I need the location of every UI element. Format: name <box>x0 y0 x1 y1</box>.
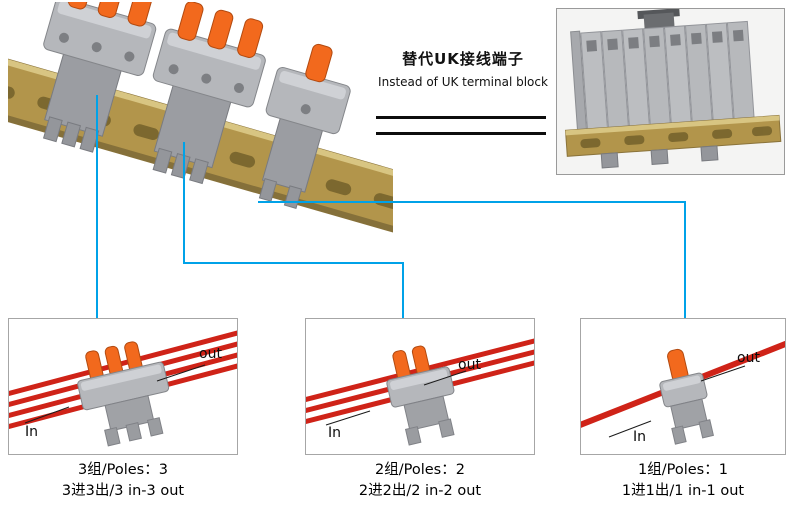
main-product-photo <box>0 0 432 260</box>
caption-2pole-line2: 2进2出/2 in-2 out <box>358 483 482 499</box>
variant-panel-3pole: out In <box>8 318 238 455</box>
comparison-title-en: Instead of UK terminal block <box>378 75 548 89</box>
comparison-text: 替代UK接线端子 Instead of UK terminal block <box>378 48 548 89</box>
in-label: In <box>328 425 342 441</box>
caption-1pole: 1组/Poles：1 1进1出/1 in-1 out <box>580 460 786 502</box>
caption-1pole-line2: 1进1出/1 in-1 out <box>621 483 745 499</box>
out-label: out <box>199 346 222 362</box>
caption-2pole: 2组/Poles：2 2进2出/2 in-2 out <box>305 460 535 502</box>
variant-panel-2pole: out In <box>305 318 535 455</box>
uk-terminal-photo <box>557 9 784 174</box>
equals-sign-top-line <box>376 116 546 119</box>
comparison-title-zh: 替代UK接线端子 <box>402 50 524 68</box>
caption-2pole-line1: 2组/Poles：2 <box>375 462 465 478</box>
caption-1pole-line1: 1组/Poles：1 <box>638 462 728 478</box>
caption-3pole: 3组/Poles：3 3进3出/3 in-3 out <box>8 460 238 502</box>
variant-2pole-illustration <box>306 338 534 446</box>
caption-3pole-line1: 3组/Poles：3 <box>78 462 168 478</box>
in-label: In <box>25 424 39 440</box>
variant-3pole-illustration <box>9 330 237 447</box>
equals-sign-bottom-line <box>376 132 546 135</box>
variant-1pole-illustration <box>581 340 785 445</box>
out-label: out <box>458 357 481 373</box>
uk-terminal-photo-frame <box>556 8 785 175</box>
din-rail-connectors-illustration <box>0 0 432 239</box>
caption-3pole-line2: 3进3出/3 in-3 out <box>61 483 185 499</box>
in-label: In <box>633 429 647 445</box>
out-label: out <box>737 350 760 366</box>
variant-panel-1pole: out In <box>580 318 786 455</box>
